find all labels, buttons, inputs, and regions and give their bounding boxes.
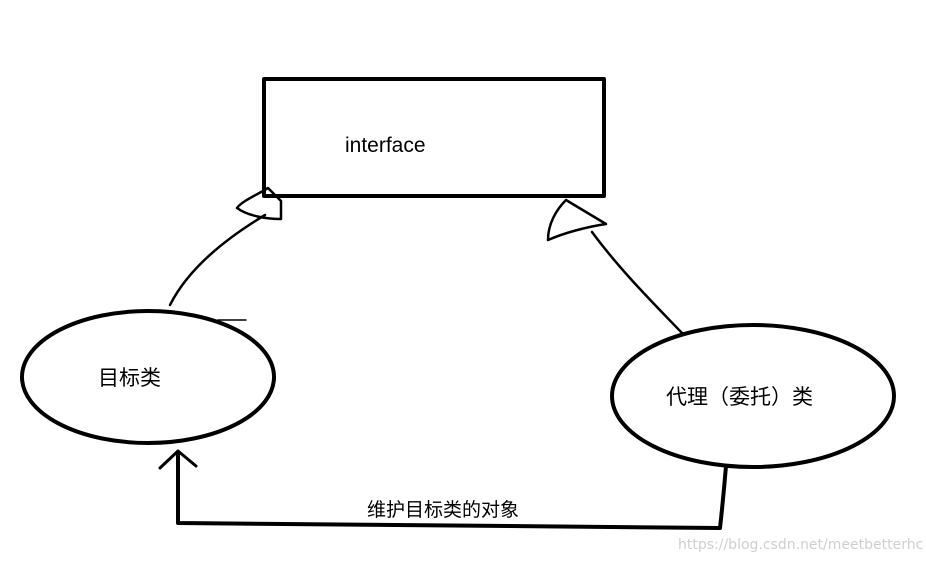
interface-node: interface xyxy=(262,77,606,198)
proxy-class-node: 代理（委托）类 xyxy=(610,323,896,469)
proxy-class-ellipse xyxy=(610,323,896,469)
interface-box xyxy=(262,77,606,198)
target-implements-arrowhead xyxy=(235,186,283,221)
interface-label: interface xyxy=(345,134,426,157)
reference-edge-label: 维护目标类的对象 xyxy=(367,499,519,521)
reference-arrowhead xyxy=(158,449,198,470)
proxy-class-label: 代理（委托）类 xyxy=(666,386,813,409)
target-class-label: 目标类 xyxy=(98,367,161,390)
target-implements-edge xyxy=(168,186,283,321)
proxy-implements-edge xyxy=(546,198,684,335)
watermark-text: https://blog.csdn.net/meetbetterhc xyxy=(678,537,923,553)
target-implements-line xyxy=(168,213,267,307)
reference-edge: 维护目标类的对象 xyxy=(158,449,728,530)
reference-line xyxy=(176,450,728,530)
target-class-ellipse xyxy=(20,309,276,445)
target-class-node: 目标类 xyxy=(20,309,276,445)
proxy-implements-arrowhead xyxy=(546,198,608,242)
proxy-implements-line xyxy=(590,230,684,335)
